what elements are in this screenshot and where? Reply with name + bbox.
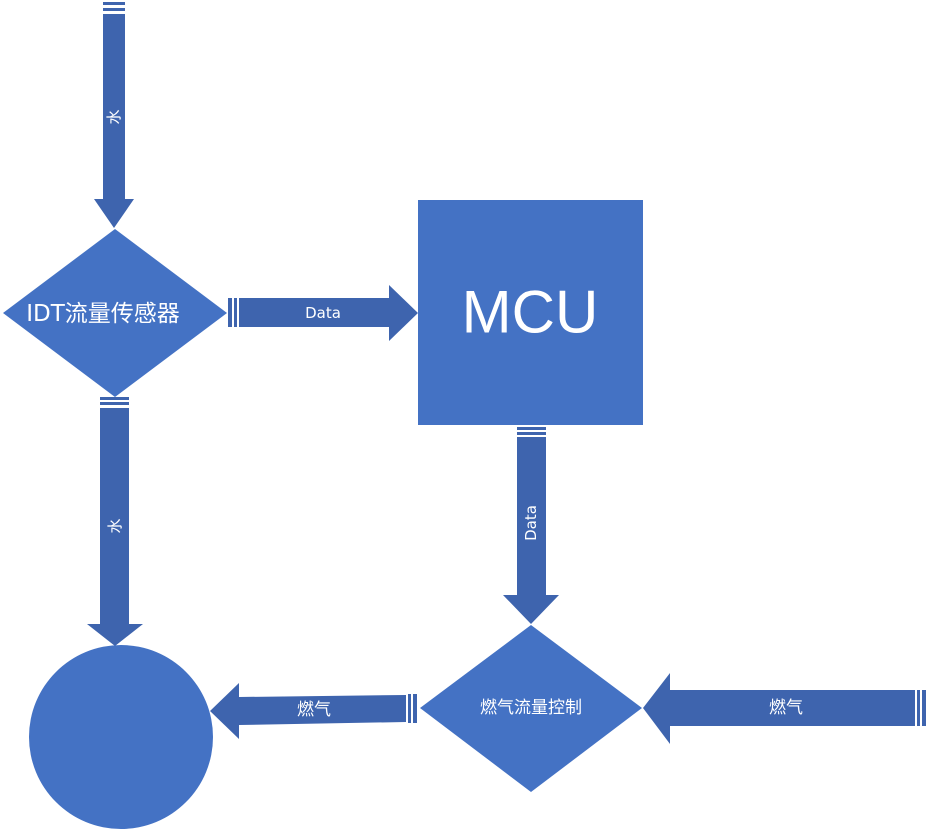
- arrow-tail-stripe: [100, 402, 129, 405]
- arrow-sensor-to-mcu: Data: [228, 285, 418, 341]
- arrow-tail-stripe: [103, 8, 125, 11]
- arrow-label-data: Data: [522, 505, 540, 541]
- arrow-tail-stripe: [413, 694, 417, 723]
- arrow-body: [87, 408, 143, 646]
- arrow-tail-stripe: [100, 397, 129, 400]
- arrow-tail-stripe: [234, 298, 237, 327]
- arrow-gas-in: 燃气: [643, 673, 926, 744]
- arrow-body: [239, 285, 418, 341]
- arrow-tail-stripe: [228, 298, 232, 327]
- arrow-label-water-out: 水: [106, 518, 124, 533]
- arrow-tail-stripe: [922, 690, 926, 726]
- arrow-label-water-in: 水: [105, 109, 123, 124]
- gas-control-label: 燃气流量控制: [480, 698, 582, 718]
- arrow-label-gas-out: 燃气: [297, 700, 331, 720]
- node-gas-flow-control[interactable]: 燃气流量控制: [420, 625, 642, 792]
- node-mcu[interactable]: MCU: [418, 200, 643, 425]
- arrow-gas-out: 燃气: [210, 683, 417, 739]
- arrow-label-gas-in: 燃气: [769, 698, 803, 718]
- arrow-tail-stripe: [517, 432, 546, 435]
- arrow-label-data: Data: [305, 304, 341, 322]
- arrow-body: [210, 683, 406, 739]
- burner-circle[interactable]: [29, 645, 213, 829]
- mcu-box[interactable]: [418, 200, 643, 425]
- node-burner[interactable]: [29, 645, 213, 829]
- arrow-body: [643, 673, 915, 744]
- sensor-diamond[interactable]: [3, 229, 227, 397]
- arrow-water-out: 水: [87, 397, 143, 646]
- arrow-mcu-to-gas-control: Data: [503, 427, 559, 624]
- node-flow-sensor[interactable]: IDT流量传感器: [3, 229, 227, 397]
- sensor-label: IDT流量传感器: [26, 301, 180, 327]
- mcu-label: MCU: [462, 279, 599, 346]
- arrow-tail-stripe: [917, 690, 920, 726]
- arrow-tail-stripe: [517, 427, 546, 430]
- arrow-body: [503, 437, 559, 624]
- arrow-tail-stripe: [408, 694, 411, 723]
- arrow-tail-stripe: [103, 2, 125, 5]
- gas-control-diamond[interactable]: [420, 625, 642, 792]
- arrow-body: [94, 14, 134, 228]
- arrow-water-in: 水: [94, 2, 134, 228]
